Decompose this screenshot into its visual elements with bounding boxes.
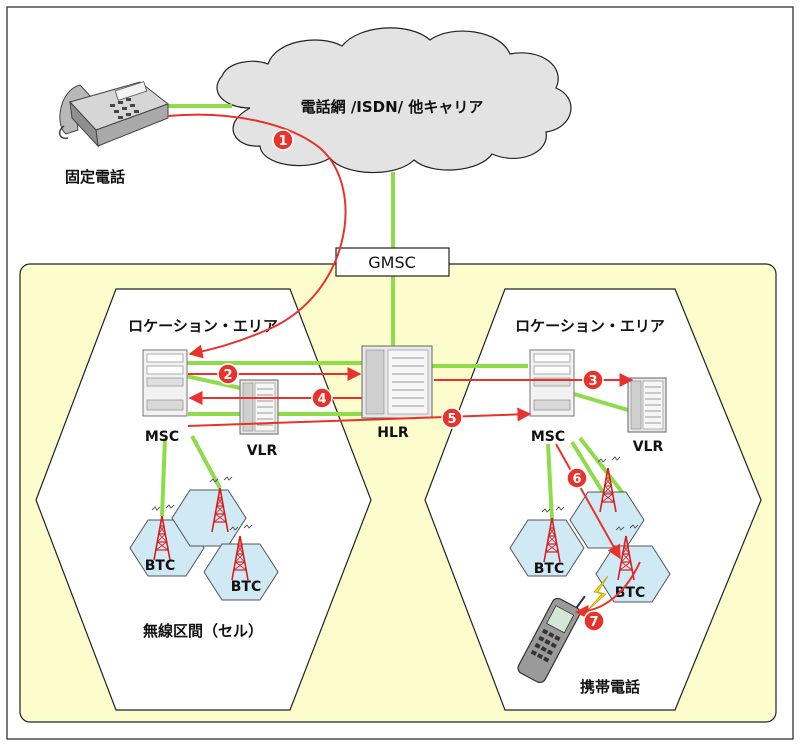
location-area-right-label: ロケーション・エリア — [515, 317, 665, 335]
msc-right-label: MSC — [531, 429, 565, 445]
btc-right-1-label: BTC — [534, 561, 565, 577]
svg-text:2: 2 — [223, 368, 232, 383]
hlr-rack-icon — [361, 345, 433, 419]
vlr-right-label: VLR — [633, 439, 664, 455]
radio-section-label: 無線区間（セル） — [143, 622, 263, 640]
step-badge: 1 — [272, 129, 294, 151]
step-badge: 7 — [583, 610, 605, 632]
step-badge: 3 — [582, 369, 604, 391]
msc-right-server-icon — [529, 349, 575, 417]
msc-left-label: MSC — [145, 429, 179, 445]
step-badge: 2 — [217, 363, 239, 385]
step-badge: 6 — [566, 467, 588, 489]
vlr-right-rack-icon — [627, 377, 667, 433]
svg-text:1: 1 — [278, 134, 287, 149]
gmsc-box — [335, 247, 450, 277]
svg-text:7: 7 — [589, 615, 598, 630]
step-badge: 4 — [311, 387, 333, 409]
fixed-phone-label: 固定電話 — [65, 168, 125, 186]
gmsc-label: GMSC — [368, 253, 416, 272]
btc-left-2-label: BTC — [231, 579, 262, 595]
mobile-phone-label: 携帯電話 — [580, 678, 640, 696]
location-area-left-label: ロケーション・エリア — [128, 317, 278, 335]
btc-left-1-label: BTC — [145, 558, 176, 574]
svg-text:4: 4 — [317, 392, 326, 407]
svg-text:3: 3 — [588, 374, 597, 389]
svg-text:5: 5 — [447, 412, 456, 427]
hlr-label: HLR — [377, 425, 409, 441]
vlr-left-label: VLR — [247, 443, 278, 459]
svg-text:6: 6 — [572, 472, 581, 487]
cloud-label: 電話網 /ISDN/ 他キャリア — [301, 98, 484, 116]
step-badge: 5 — [441, 407, 463, 429]
msc-left-server-icon — [142, 349, 188, 417]
vlr-left-rack-icon — [239, 379, 279, 435]
mobile-phone-icon — [517, 595, 586, 684]
fixed-phone-icon — [58, 81, 170, 148]
